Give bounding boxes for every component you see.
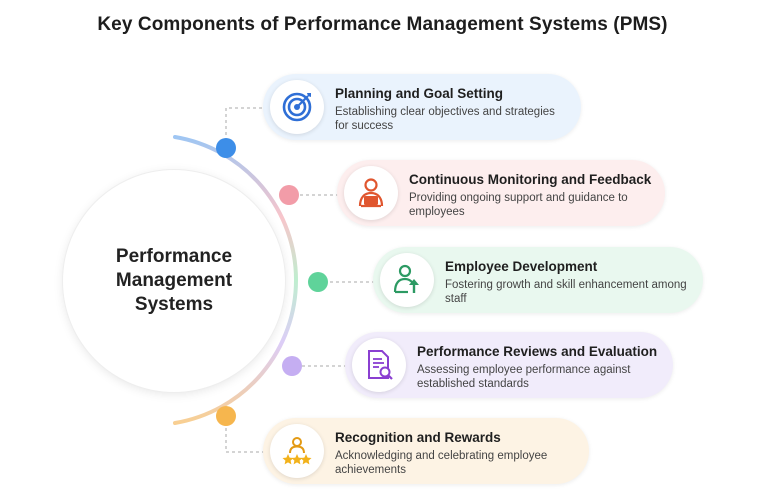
connector-lines [225, 107, 374, 453]
card-title: Planning and Goal Setting [335, 86, 504, 101]
timeline-node [308, 272, 328, 292]
card-title: Employee Development [445, 259, 598, 274]
award-stars-icon [270, 424, 324, 478]
document-search-icon [352, 338, 406, 392]
card-description: Fostering growth and skill enhancement a… [445, 279, 687, 305]
card-description: Providing ongoing support and guidance t… [409, 192, 628, 218]
growth-person-icon [380, 253, 434, 307]
timeline-node [216, 138, 236, 158]
timeline-arc [173, 135, 298, 425]
monitor-person-icon [344, 166, 398, 220]
connector-line [225, 428, 266, 453]
center-label: Performance Management Systems [115, 246, 233, 315]
target-icon [270, 80, 324, 134]
card-title: Performance Reviews and Evaluation [417, 344, 658, 359]
connector-line [225, 107, 266, 147]
timeline-node [216, 406, 236, 426]
center-circle: Performance Management Systems [63, 170, 285, 392]
card-title: Continuous Monitoring and Feedback [409, 172, 652, 187]
card-title: Recognition and Rewards [335, 430, 501, 445]
timeline-node [279, 185, 299, 205]
card-description: Establishing clear objectives and strate… [335, 106, 555, 132]
card-description: Acknowledging and celebrating employee a… [335, 450, 548, 476]
card-description: Assessing employee performance against e… [417, 364, 631, 390]
timeline-node [282, 356, 302, 376]
diagram-title: Key Components of Performance Management… [97, 14, 668, 35]
